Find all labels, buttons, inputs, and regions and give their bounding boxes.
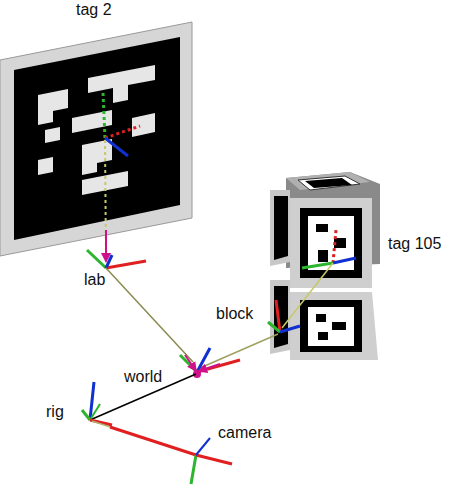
frame-label: tag 2 bbox=[76, 2, 112, 18]
frame-label: rig bbox=[46, 404, 64, 420]
frame-label: lab bbox=[84, 272, 105, 288]
tag-board bbox=[0, 22, 192, 256]
frame-label: camera bbox=[218, 425, 271, 441]
frame-label: block bbox=[216, 306, 253, 322]
frame-label: world bbox=[124, 369, 162, 385]
block-cubes bbox=[270, 172, 380, 360]
frame-label: tag 105 bbox=[388, 236, 441, 252]
